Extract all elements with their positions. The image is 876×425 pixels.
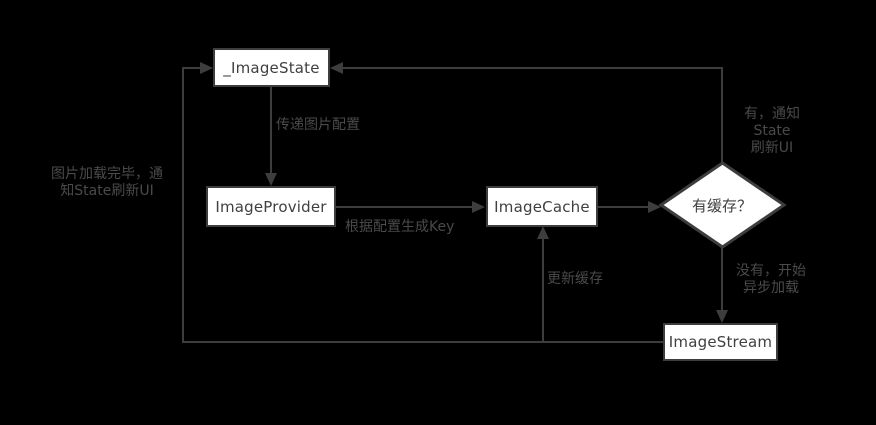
edge-label-no-start-async: 没有，开始 异步加载	[736, 263, 806, 296]
edge-loop-left-vertical	[182, 67, 184, 343]
arrowhead-into-imagestate-right	[330, 62, 343, 74]
edge-label-pass-image-config: 传递图片配置	[276, 117, 360, 133]
arrowhead-into-imageprovider-top	[265, 173, 277, 186]
arrowhead-into-imagestate-left	[200, 62, 213, 74]
arrowhead-into-imagecache-left	[472, 201, 485, 213]
edge-label-update-cache: 更新缓存	[547, 271, 603, 287]
node-image-cache: ImageCache	[486, 186, 598, 227]
edge-decision-up-vertical	[721, 67, 723, 163]
edge-label-generate-key: 根据配置生成Key	[345, 219, 455, 235]
node-has-cache-label: 有缓存？	[691, 196, 752, 215]
edge-imagecache-to-decision	[598, 206, 649, 208]
node-image-state: _ImageState	[213, 48, 330, 87]
edge-label-load-complete-notify: 图片加载完毕，通 知State刷新UI	[51, 166, 163, 199]
edge-decision-to-imagestate-horizontal	[343, 67, 723, 69]
node-image-provider: ImageProvider	[206, 186, 336, 227]
arrowhead-into-imagecache-bottom	[537, 226, 549, 239]
edge-loop-into-imagestate	[182, 67, 202, 69]
edge-update-cache-vertical	[542, 238, 544, 342]
edge-bottom-horizontal	[182, 341, 663, 343]
arrowhead-into-decision-left	[648, 201, 661, 213]
edge-label-yes-notify-state: 有，通知State 刷新UI	[744, 106, 800, 156]
node-has-cache-diamond-shape	[658, 161, 787, 249]
edge-imageprovider-to-imagecache	[336, 206, 474, 208]
edge-imagestate-to-imageprovider	[270, 87, 272, 175]
edge-decision-to-imagestream	[721, 246, 723, 312]
arrowhead-into-imagestream-top	[716, 310, 728, 323]
node-image-stream: ImageStream	[663, 323, 778, 361]
